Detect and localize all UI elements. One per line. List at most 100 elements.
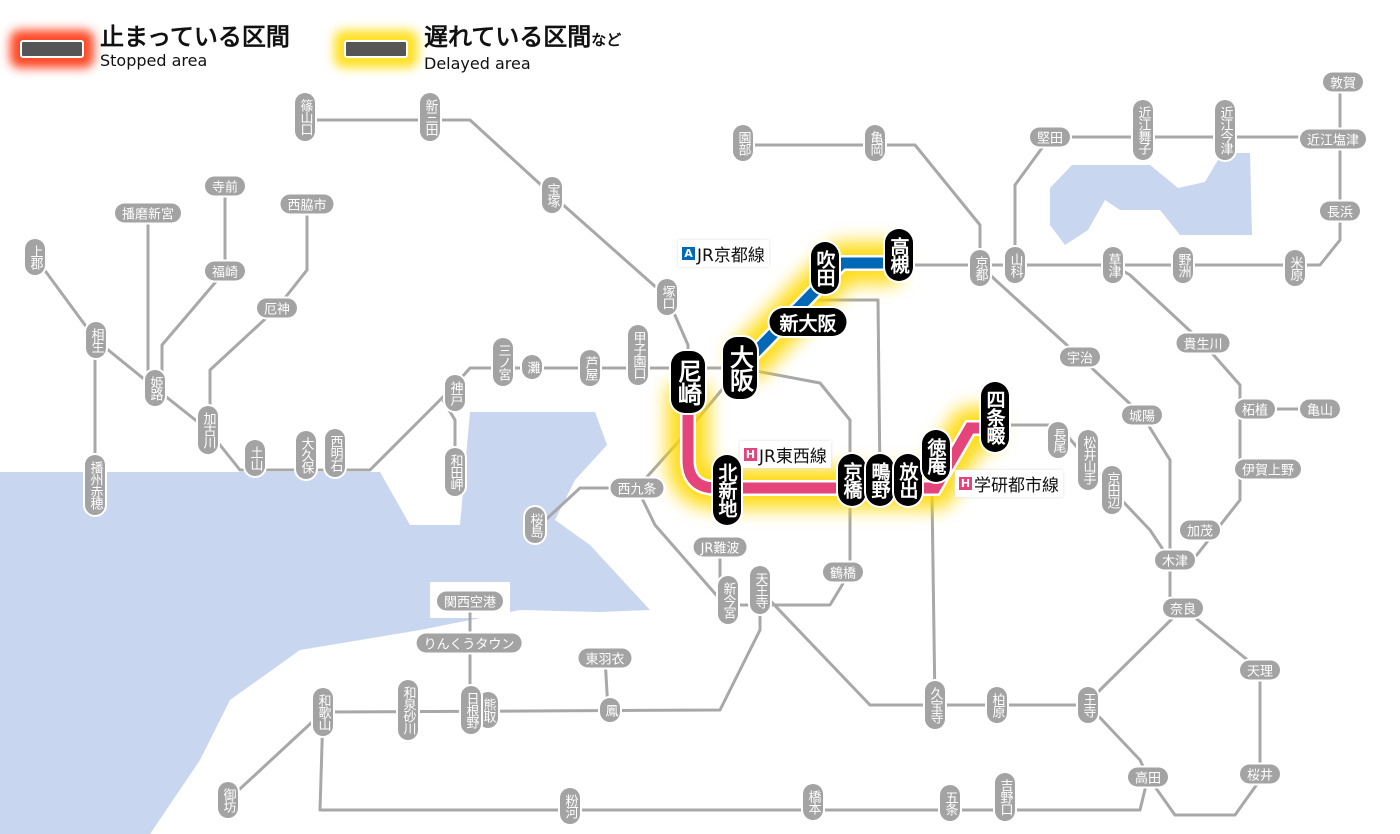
station[interactable]: 和泉砂川 [398, 680, 418, 740]
station[interactable]: 王寺 [1078, 687, 1098, 723]
station[interactable]: 天理 [1239, 660, 1281, 680]
station[interactable]: 敦賀 [1322, 72, 1364, 92]
legend-stopped-jp: 止まっている区間 [100, 23, 290, 51]
station[interactable]: 宝塚 [542, 177, 562, 213]
station[interactable]: 播州赤穂 [85, 455, 105, 515]
station[interactable]: 近江舞子 [1133, 100, 1153, 160]
station[interactable]: 西明石 [325, 429, 345, 477]
station[interactable]: 京田辺 [1102, 466, 1122, 514]
delayed-swatch [344, 40, 408, 58]
station[interactable]: 加古川 [198, 406, 218, 454]
station[interactable]: 高田 [1127, 767, 1169, 787]
station[interactable]: りんくうタウン [416, 633, 522, 653]
affected-station[interactable]: 北新地 [713, 455, 741, 525]
station[interactable]: 木津 [1154, 550, 1196, 570]
legend-delayed-jp: 遅れている区間 [424, 23, 592, 51]
station[interactable]: 山科 [1005, 247, 1025, 283]
station[interactable]: 神戸 [445, 375, 465, 411]
station[interactable]: 東羽衣 [578, 648, 632, 668]
affected-station[interactable]: 京橋 [838, 454, 866, 506]
station[interactable]: 近江塩津 [1299, 129, 1367, 149]
affected-station[interactable]: 尼崎 [671, 351, 705, 413]
affected-station[interactable]: 放出 [894, 454, 922, 506]
station[interactable]: 亀岡 [865, 125, 885, 161]
station[interactable]: 新今宮 [718, 576, 738, 624]
station[interactable]: 塚口 [657, 279, 677, 315]
station[interactable]: 堅田 [1029, 127, 1071, 147]
station[interactable]: 久宝寺 [925, 681, 945, 729]
station[interactable]: 貴生川 [1176, 333, 1230, 353]
station[interactable]: 柏原 [987, 687, 1007, 723]
affected-station[interactable]: 新大阪 [769, 308, 847, 336]
station[interactable]: 天王寺 [750, 566, 770, 614]
rail-segment [907, 478, 937, 706]
station[interactable]: 大久保 [296, 431, 316, 479]
station[interactable]: 西九条 [610, 478, 664, 498]
station[interactable]: 新三田 [420, 93, 440, 141]
station[interactable]: 松井山手 [1078, 430, 1098, 490]
station[interactable]: 三ノ宮 [493, 338, 513, 386]
station[interactable]: 上郡 [25, 239, 45, 275]
station[interactable]: 熊取 [478, 692, 498, 728]
station[interactable]: 福崎 [204, 261, 246, 281]
rail-segment [1146, 606, 1262, 817]
station[interactable]: 亀山 [1299, 399, 1341, 419]
station[interactable]: 土山 [245, 440, 265, 476]
station[interactable]: 西脇市 [280, 194, 334, 214]
line-name: JR京都線 [697, 246, 765, 266]
station[interactable]: 長浜 [1319, 201, 1361, 221]
station[interactable]: 篠山口 [295, 93, 315, 141]
affected-station[interactable]: 吹田 [811, 242, 839, 294]
station[interactable]: 伊賀上野 [1234, 459, 1302, 479]
station[interactable]: 鶴橋 [822, 562, 864, 582]
station[interactable]: 桜井 [1239, 764, 1281, 784]
station[interactable]: 相生 [86, 322, 106, 358]
affected-station[interactable]: 四条畷 [981, 382, 1009, 452]
station[interactable]: 姫路 [145, 370, 165, 406]
station[interactable]: 関西空港 [436, 591, 504, 611]
station[interactable]: 米原 [1285, 250, 1305, 286]
station[interactable]: 播磨新宮 [114, 203, 182, 223]
station[interactable]: 近江今津 [1215, 100, 1235, 160]
affected-station[interactable]: 大阪 [723, 337, 757, 399]
station[interactable]: 粉河 [560, 788, 580, 824]
affected-station[interactable]: 高槻 [885, 229, 913, 281]
station[interactable]: 加茂 [1179, 520, 1221, 540]
station[interactable]: 灘 [522, 355, 542, 379]
station[interactable]: 柘植 [1234, 399, 1276, 419]
station[interactable]: 甲子園口 [628, 325, 648, 385]
station[interactable]: 野洲 [1173, 247, 1193, 283]
station[interactable]: 御坊 [218, 782, 238, 818]
station[interactable]: 和歌山 [313, 688, 333, 736]
lake-biwa [1050, 153, 1252, 245]
water [0, 153, 1252, 834]
affected-station[interactable]: 鴫野 [866, 454, 894, 506]
station[interactable]: 厄神 [256, 298, 298, 318]
legend-delayed-en: Delayed area [424, 54, 531, 73]
station[interactable]: 城陽 [1121, 405, 1163, 425]
station[interactable]: 奈良 [1162, 598, 1204, 618]
legend-delayed: 遅れている区間など Delayed area [344, 22, 621, 73]
station[interactable]: 京都 [970, 250, 990, 286]
station[interactable]: 鳳 [600, 698, 620, 722]
station[interactable]: 園部 [733, 125, 753, 161]
line-badge: H [744, 448, 757, 461]
station[interactable]: 五条 [940, 785, 960, 821]
station[interactable]: 草津 [1103, 247, 1123, 283]
station[interactable]: 橋本 [803, 784, 823, 820]
station[interactable]: 宇治 [1059, 347, 1101, 367]
station[interactable]: 長尾 [1048, 422, 1068, 458]
station[interactable]: 芦屋 [580, 350, 600, 386]
station[interactable]: 吉野口 [995, 773, 1015, 821]
station[interactable]: 寺前 [204, 176, 246, 196]
rail-segment [305, 118, 690, 380]
station[interactable]: 和田岬 [445, 448, 465, 496]
station[interactable]: 日根野 [461, 686, 481, 734]
station[interactable]: 桜島 [525, 507, 545, 543]
affected-station[interactable]: 徳庵 [922, 430, 950, 482]
station[interactable]: JR難波 [693, 537, 747, 557]
